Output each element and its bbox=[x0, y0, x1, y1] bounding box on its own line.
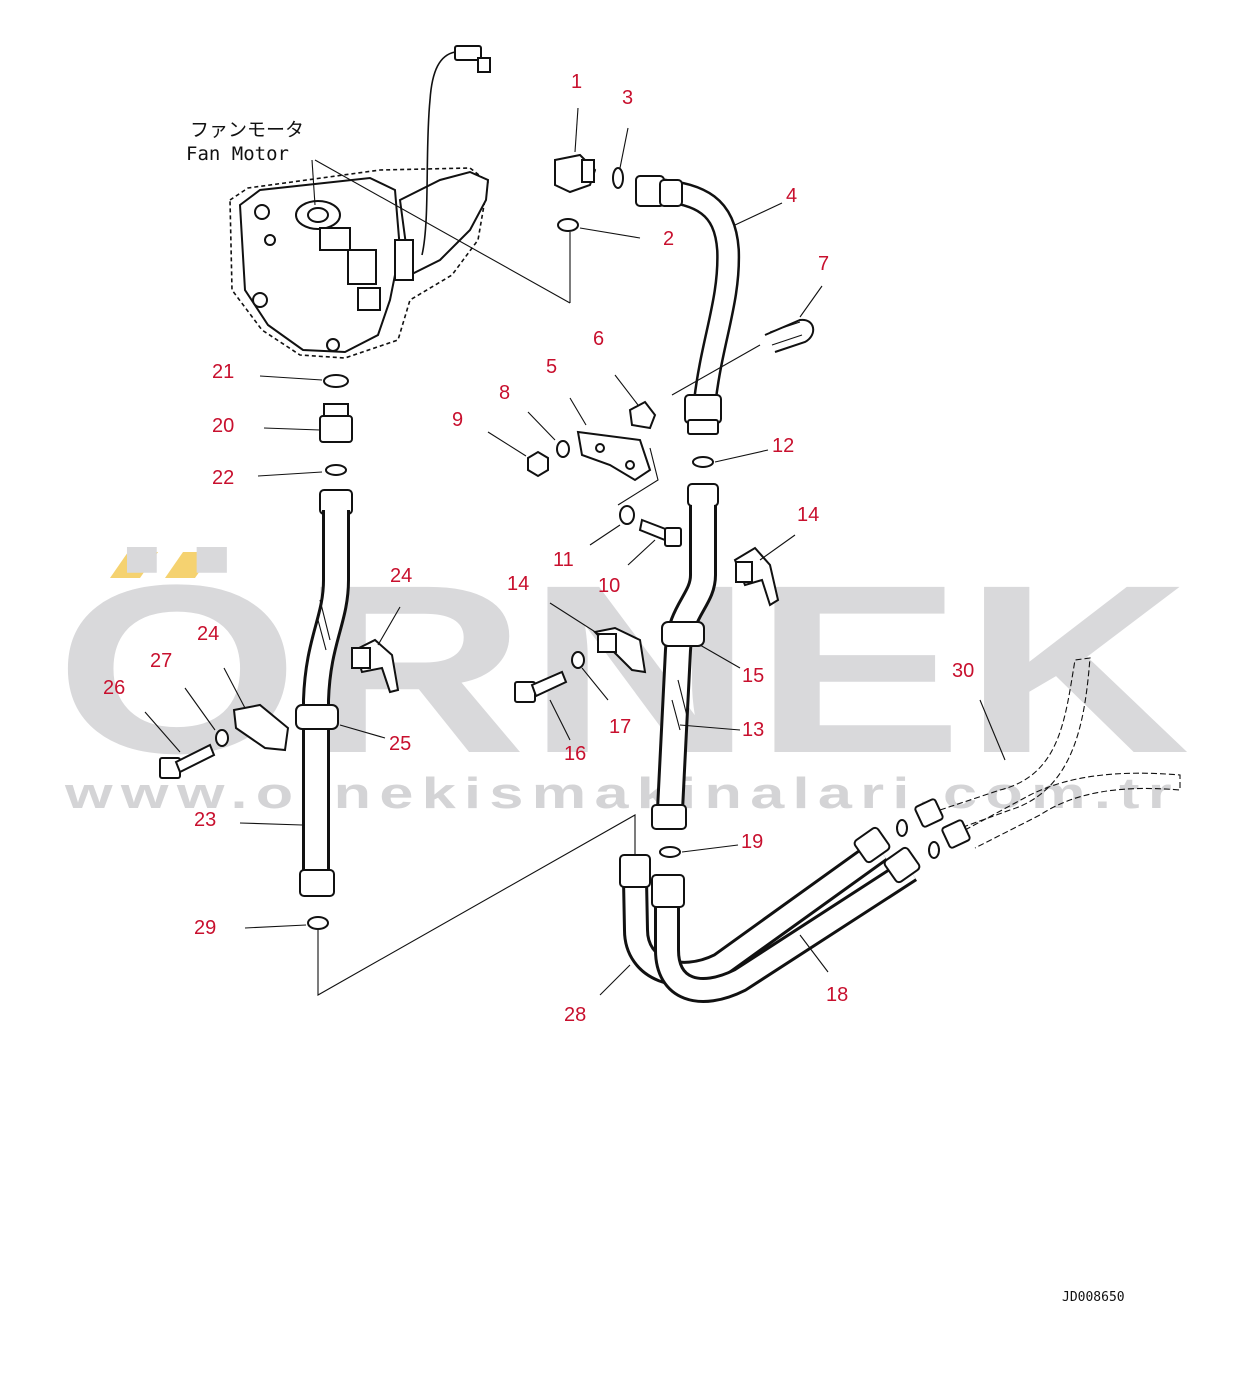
callout-6: 6 bbox=[593, 328, 604, 350]
callout-15: 15 bbox=[742, 665, 764, 687]
bolt bbox=[627, 518, 682, 566]
tube bbox=[635, 175, 783, 435]
caption-japanese: ファンモータ bbox=[190, 119, 304, 141]
callout-20: 20 bbox=[212, 415, 234, 437]
callout-9: 9 bbox=[452, 409, 463, 431]
watermark-brand: ÖRNEK bbox=[55, 535, 1190, 803]
callout-14-right: 14 bbox=[797, 504, 819, 526]
callout-14-middle: 14 bbox=[507, 573, 529, 595]
caption-english: Fan Motor bbox=[186, 143, 289, 165]
o-ring bbox=[692, 456, 714, 468]
elbow-fitting bbox=[554, 107, 597, 194]
o-ring bbox=[323, 374, 349, 388]
callout-18: 18 bbox=[826, 984, 848, 1006]
callout-13: 13 bbox=[742, 719, 764, 741]
nut bbox=[527, 450, 549, 478]
callout-10: 10 bbox=[598, 575, 620, 597]
clamp bbox=[733, 534, 796, 607]
callout-11: 11 bbox=[553, 549, 574, 571]
callout-17: 17 bbox=[609, 716, 631, 738]
bolt bbox=[514, 670, 571, 741]
o-ring bbox=[612, 167, 624, 189]
hose bbox=[651, 483, 741, 830]
drawing-number: JD008650 bbox=[1062, 1290, 1125, 1305]
callout-16: 16 bbox=[564, 743, 586, 765]
clamp bbox=[223, 667, 290, 752]
washer bbox=[571, 651, 585, 669]
washer bbox=[215, 729, 229, 747]
callout-26: 26 bbox=[103, 677, 125, 699]
callout-1: 1 bbox=[571, 71, 582, 93]
hose bbox=[239, 489, 386, 897]
fan-motor bbox=[229, 45, 571, 359]
fitting bbox=[263, 403, 353, 443]
callout-12: 12 bbox=[772, 435, 794, 457]
watermark: ÖRNEK www.ornekismakinalari.com.tr bbox=[55, 535, 1190, 818]
bolt bbox=[144, 711, 216, 779]
callout-22: 22 bbox=[212, 467, 234, 489]
callout-7: 7 bbox=[818, 253, 829, 275]
washer bbox=[556, 440, 570, 458]
callout-29: 29 bbox=[194, 917, 216, 939]
o-ring bbox=[659, 846, 681, 858]
callouts: 1 3 4 2 7 6 5 8 9 21 20 22 12 11 10 14 2… bbox=[103, 71, 974, 1026]
callout-24-lower: 24 bbox=[197, 623, 219, 645]
watermark-accent-right bbox=[165, 552, 213, 578]
callout-23: 23 bbox=[194, 809, 216, 831]
bracket bbox=[569, 374, 659, 506]
o-ring bbox=[307, 916, 329, 930]
u-bolt bbox=[671, 285, 823, 396]
callout-27: 27 bbox=[150, 650, 172, 672]
clamp bbox=[351, 606, 401, 694]
callout-5: 5 bbox=[546, 356, 557, 378]
callout-25: 25 bbox=[389, 733, 411, 755]
clamp bbox=[549, 602, 647, 674]
watermark-url: www.ornekismakinalari.com.tr bbox=[64, 769, 1180, 818]
o-ring bbox=[557, 218, 579, 232]
o-ring bbox=[325, 464, 347, 476]
watermark-accent-left bbox=[110, 552, 158, 578]
callout-2: 2 bbox=[663, 228, 674, 250]
callout-28: 28 bbox=[564, 1004, 586, 1026]
hose-pair bbox=[896, 657, 1181, 859]
callout-3: 3 bbox=[622, 87, 633, 109]
callout-30: 30 bbox=[952, 660, 974, 682]
callout-8: 8 bbox=[499, 382, 510, 404]
callout-21: 21 bbox=[212, 361, 234, 383]
callout-19: 19 bbox=[741, 831, 763, 853]
callout-4: 4 bbox=[786, 185, 797, 207]
tube-pair bbox=[599, 826, 921, 1003]
callout-24-upper: 24 bbox=[390, 565, 412, 587]
washer bbox=[619, 505, 635, 525]
